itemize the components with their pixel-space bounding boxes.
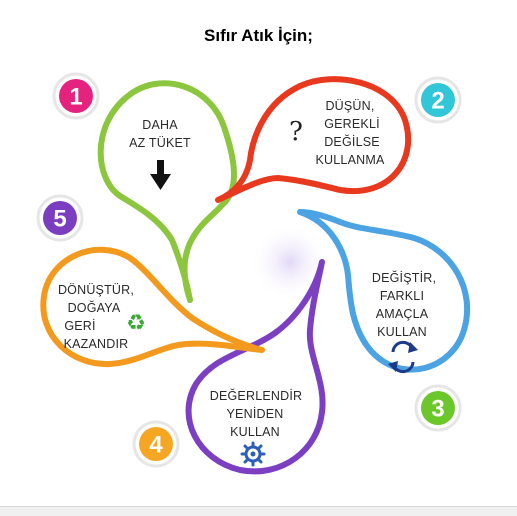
step-2-line-2: GEREKLİ: [324, 117, 380, 131]
step-1-line-2: AZ TÜKET: [129, 136, 191, 150]
step-2-line-4: KULLANMA: [316, 153, 385, 167]
step-2-line-1: DÜŞÜN,: [325, 99, 374, 113]
badge-4: 4: [132, 420, 180, 468]
badge-3: 3: [414, 384, 462, 432]
step-5-line-2: DOĞAYA: [68, 300, 121, 315]
step-3-line-3: AMAÇLA: [376, 307, 429, 321]
bubble-red-outline: [215, 76, 412, 203]
bubble-blue-outline: [297, 209, 471, 373]
badge-4-number: 4: [149, 432, 163, 459]
step-1-line-1: DAHA: [142, 118, 178, 132]
badge-2: 2: [414, 76, 462, 124]
cycle-arrows-icon: [388, 340, 418, 374]
step-4-line-2: YENİDEN: [227, 407, 284, 421]
step-4-line-1: DEĞERLENDİR: [210, 388, 303, 403]
down-arrow-icon: [150, 160, 171, 190]
step-2-line-3: DEĞİLSE: [324, 134, 380, 149]
step-3-line-4: KULLAN: [377, 325, 427, 339]
badge-1-number: 1: [69, 84, 82, 111]
gear-icon: [240, 441, 266, 467]
badge-1: 1: [52, 72, 100, 120]
bubble-orange-outline: [40, 246, 265, 368]
center-glow: [250, 222, 330, 302]
bubble-purple-outline: [185, 259, 326, 475]
page-title: Sıfır Atık İçin;: [204, 26, 313, 45]
step-5-line-3: GERİ: [64, 319, 95, 333]
bottom-strip: [0, 506, 517, 516]
badge-5-number: 5: [53, 206, 66, 233]
bubble-green-outline: [97, 80, 237, 303]
question-mark-icon: ?: [289, 117, 303, 147]
step-5-line-1: DÖNÜŞTÜR,: [58, 283, 134, 297]
step-3-line-1: DEĞİŞTİR,: [372, 270, 436, 285]
badge-5: 5: [36, 194, 84, 242]
step-5-line-4: KAZANDIR: [64, 337, 129, 351]
recycle-icon: ♻: [126, 311, 146, 336]
badge-2-number: 2: [431, 88, 444, 115]
step-4-line-3: KULLAN: [230, 425, 280, 439]
step-3-line-2: FARKLI: [380, 289, 424, 303]
badge-3-number: 3: [431, 396, 444, 423]
